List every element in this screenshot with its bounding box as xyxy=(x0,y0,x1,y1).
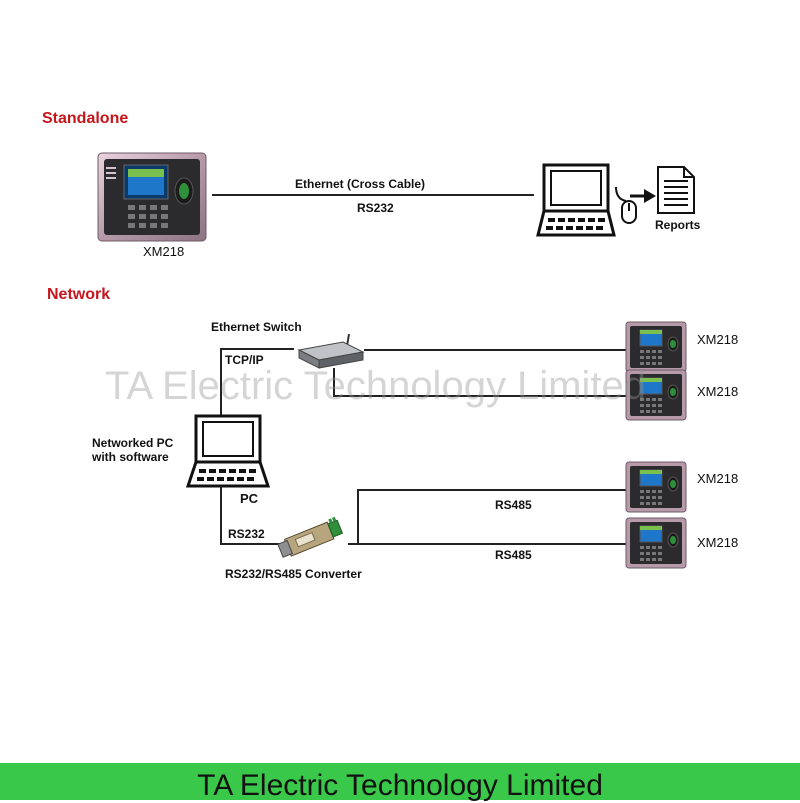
tcpip-label: TCP/IP xyxy=(225,353,264,367)
rs485-vertical-line xyxy=(357,489,359,545)
standalone-ethernet-line xyxy=(212,194,534,196)
pc-to-converter-line xyxy=(220,543,282,545)
mouse-icon xyxy=(615,186,637,224)
rs232-label-standalone: RS232 xyxy=(357,201,394,215)
pc-to-switch-line xyxy=(220,348,294,350)
switch-drop-line xyxy=(333,368,335,396)
converter-to-device-4-line xyxy=(348,543,626,545)
device-4-label: XM218 xyxy=(697,535,739,550)
document-report-icon xyxy=(657,166,695,214)
device-3-label: XM218 xyxy=(697,471,739,486)
terminal-device-3 xyxy=(625,461,687,513)
network-title: Network xyxy=(47,286,111,303)
ethernet-switch-icon xyxy=(297,333,365,369)
footer-banner: TA Electric Technology Limited xyxy=(0,763,800,802)
rs232-vertical-line xyxy=(220,486,222,545)
terminal-device-2 xyxy=(625,369,687,421)
ethernet-switch-label: Ethernet Switch xyxy=(211,320,302,334)
watermark-text: TA Electric Technology Limited xyxy=(105,364,646,408)
networked-pc-icon xyxy=(185,414,271,488)
laptop-icon xyxy=(536,163,616,237)
terminal-device-large xyxy=(97,152,207,242)
rs485-label-1: RS485 xyxy=(495,498,532,512)
rs232-label-network: RS232 xyxy=(228,527,265,541)
ethernet-cross-cable-label: Ethernet (Cross Cable) xyxy=(295,177,426,191)
switch-to-device-1-line xyxy=(364,349,626,351)
rs485-label-2: RS485 xyxy=(495,548,532,562)
switch-to-device-2-line xyxy=(333,395,626,397)
tcpip-vertical-line xyxy=(220,348,222,416)
footer-company-name: TA Electric Technology Limited xyxy=(197,769,603,802)
device-2-label: XM218 xyxy=(697,384,739,399)
standalone-title: Standalone xyxy=(42,110,129,127)
reports-label: Reports xyxy=(655,218,701,232)
converter-label: RS232/RS485 Converter xyxy=(225,567,362,581)
pc-label: PC xyxy=(240,491,259,506)
rs232-rs485-converter-icon xyxy=(277,516,344,558)
networked-pc-label-line1: Networked PC xyxy=(92,436,174,450)
terminal-device-1 xyxy=(625,321,687,373)
converter-to-device-3-line xyxy=(357,489,626,491)
arrow-right-icon xyxy=(630,189,656,203)
device-1-label: XM218 xyxy=(697,332,739,347)
terminal-device-4 xyxy=(625,517,687,569)
networked-pc-label-line2: with software xyxy=(92,450,169,464)
standalone-device-label: XM218 xyxy=(143,244,185,259)
